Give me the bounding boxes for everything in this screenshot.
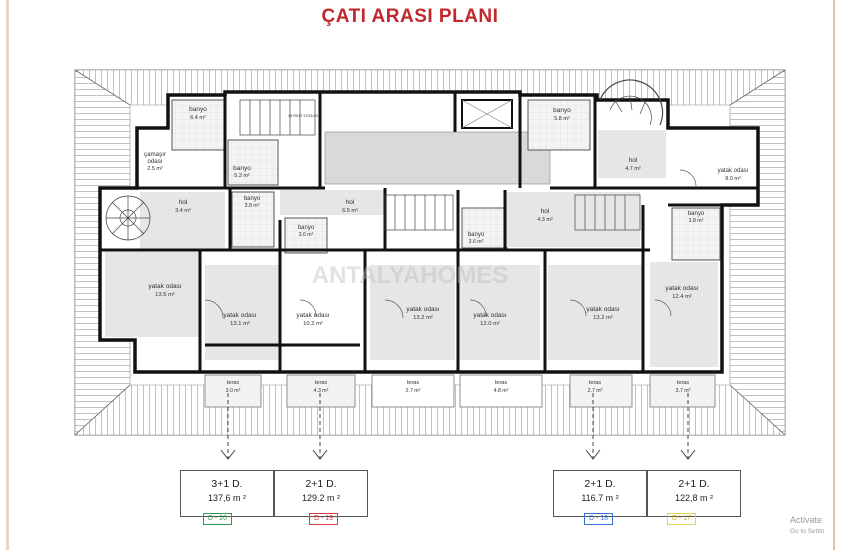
room-label-banyo-2: banyo	[233, 165, 251, 172]
wet-area-banyo-2	[227, 139, 279, 186]
room-area-hol-1: 3.4 m²	[175, 208, 191, 214]
room-area-yatak-4: 13.2 m²	[413, 315, 433, 321]
room-area-yatak-3: 10.2 m²	[303, 321, 323, 327]
terrace-area-4: 4.8 m²	[494, 388, 509, 394]
plan-title: ÇATI ARASI PLANI	[321, 6, 499, 27]
unit-box-d18: 2+1 D. 116.7 m ²	[553, 470, 647, 517]
room-area-banyo-4: 3.6 m²	[299, 232, 314, 238]
room-area-yatak-7: 8.0 m²	[725, 176, 741, 182]
building-footprint	[98, 79, 760, 374]
room-area-banyo-5: 3.6 m²	[469, 239, 484, 245]
terrace-label-4: teras	[495, 380, 507, 386]
room-label-yatak-2: yatak odası	[223, 312, 256, 319]
wet-area-banyo-3	[231, 191, 275, 248]
terrace-area-3: 2.7 m²	[406, 388, 421, 394]
os-activation-watermark: Activate Go to Settin	[790, 515, 824, 537]
room-label-hol-1: hol	[179, 199, 188, 206]
room-area-banyo-7: 3.8 m²	[689, 218, 704, 224]
unit-area: 122,8 m ²	[674, 493, 714, 503]
wet-area-banyo-4	[284, 217, 328, 254]
room-area-banyo-3: 3.8 m²	[245, 203, 260, 209]
wet-area-banyo-6	[527, 99, 591, 151]
terrace-area-1: 3.0 m²	[226, 388, 241, 394]
room-label-yatak-1: yatak odası	[148, 283, 181, 290]
terrace-area-6: 3.7 m²	[676, 388, 691, 394]
room-label-yatak-6: yatak odası	[586, 306, 619, 313]
unit-box-d17: 2+1 D. 122,8 m ²	[647, 470, 741, 517]
room-label-yatak-8: yatak odası	[665, 285, 698, 292]
terrace-label-2: teras	[315, 380, 327, 386]
unit-leader-lines	[220, 393, 696, 460]
terraces	[204, 374, 716, 408]
unit-type: 2+1 D.	[678, 478, 710, 490]
room-label-banyo-6: banyo	[553, 107, 571, 114]
room-area-hol-4: 4.7 m²	[625, 166, 641, 172]
staircases	[105, 79, 664, 241]
room-area-yatak-5: 12.0 m²	[480, 321, 500, 327]
terrace-label-1: teras	[227, 380, 239, 386]
room-label-hol-4: hol	[629, 157, 638, 164]
room-label-banyo-3: banyo	[244, 196, 261, 202]
unit-code-d19: D - 19	[309, 513, 339, 525]
os-watermark-line2: Go to Settin	[790, 528, 825, 535]
terrace-labels: teras 3.0 m² teras 4.3 m² teras 2.7 m² t…	[226, 380, 691, 394]
brand-watermark: ANTALYAHOMES	[312, 262, 508, 289]
wet-area-banyo-7	[671, 207, 721, 261]
unit-area: 116.7 m ²	[581, 493, 619, 503]
unit-box-d20: 3+1 D. 137,6 m ²	[180, 470, 274, 517]
room-label-yatak-3: yatak odası	[296, 312, 329, 319]
room-area-camasir: 2.5 m²	[147, 166, 163, 172]
unit-area: 129.2 m ²	[301, 493, 341, 503]
right-edge-strip	[833, 0, 835, 550]
unit-code-d17: D - 17	[667, 513, 697, 525]
left-edge-strip	[6, 0, 9, 550]
room-area-yatak-1: 13.5 m²	[155, 292, 175, 298]
room-label-camasir-2: odası	[147, 158, 162, 165]
room-area-yatak-6: 13.2 m²	[593, 315, 613, 321]
room-label-hol-3: hol	[541, 208, 550, 215]
room-area-hol-2: 6.5 m²	[342, 208, 358, 214]
terrace-area-5: 2.7 m²	[588, 388, 603, 394]
room-label-banyo-5: banyo	[468, 232, 485, 238]
unit-box-d19: 2+1 D. 129.2 m ²	[274, 470, 368, 517]
door-swings	[204, 169, 697, 319]
terrace-area-2: 4.3 m²	[314, 388, 329, 394]
terrace-label-5: teras	[589, 380, 601, 386]
room-label-banyo-1: banyo	[189, 106, 207, 113]
room-area-yatak-2: 13.1 m²	[230, 321, 250, 327]
room-area-yatak-8: 12.4 m²	[672, 294, 692, 300]
unit-code-d18: D - 18	[584, 513, 614, 525]
room-label-camasir: çamaşır	[144, 151, 166, 158]
unit-area: 137,6 m ²	[207, 493, 247, 503]
os-watermark-line1: Activate	[790, 515, 823, 525]
room-area-banyo-1: 6.4 m²	[190, 115, 206, 121]
room-area-banyo-6: 5.8 m²	[554, 116, 570, 122]
unit-type: 3+1 D.	[211, 478, 243, 490]
unit-type: 2+1 D.	[305, 478, 337, 490]
room-label-hol-2: hol	[346, 199, 355, 206]
room-label-yatak-7: yatak odası	[718, 168, 749, 174]
room-label-banyo-7: banyo	[688, 211, 705, 217]
room-label-yatak-4: yatak odası	[406, 306, 439, 313]
room-label-banyo-4: banyo	[298, 225, 315, 231]
unit-type: 2+1 D.	[584, 478, 616, 490]
terrace-label-3: teras	[407, 380, 419, 386]
stair-note: 19 RİHT 17/28,00	[288, 113, 318, 118]
unit-code-d20: D - 20	[203, 513, 233, 525]
room-label-yatak-5: yatak odası	[473, 312, 506, 319]
room-area-banyo-2: 5.3 m²	[234, 173, 250, 179]
room-labels: banyo 6.4 m² çamaşır odası 2.5 m² banyo …	[144, 106, 749, 327]
room-area-hol-3: 4.3 m²	[537, 217, 553, 223]
terrace-label-6: teras	[677, 380, 689, 386]
circulation-shaft	[324, 131, 551, 185]
